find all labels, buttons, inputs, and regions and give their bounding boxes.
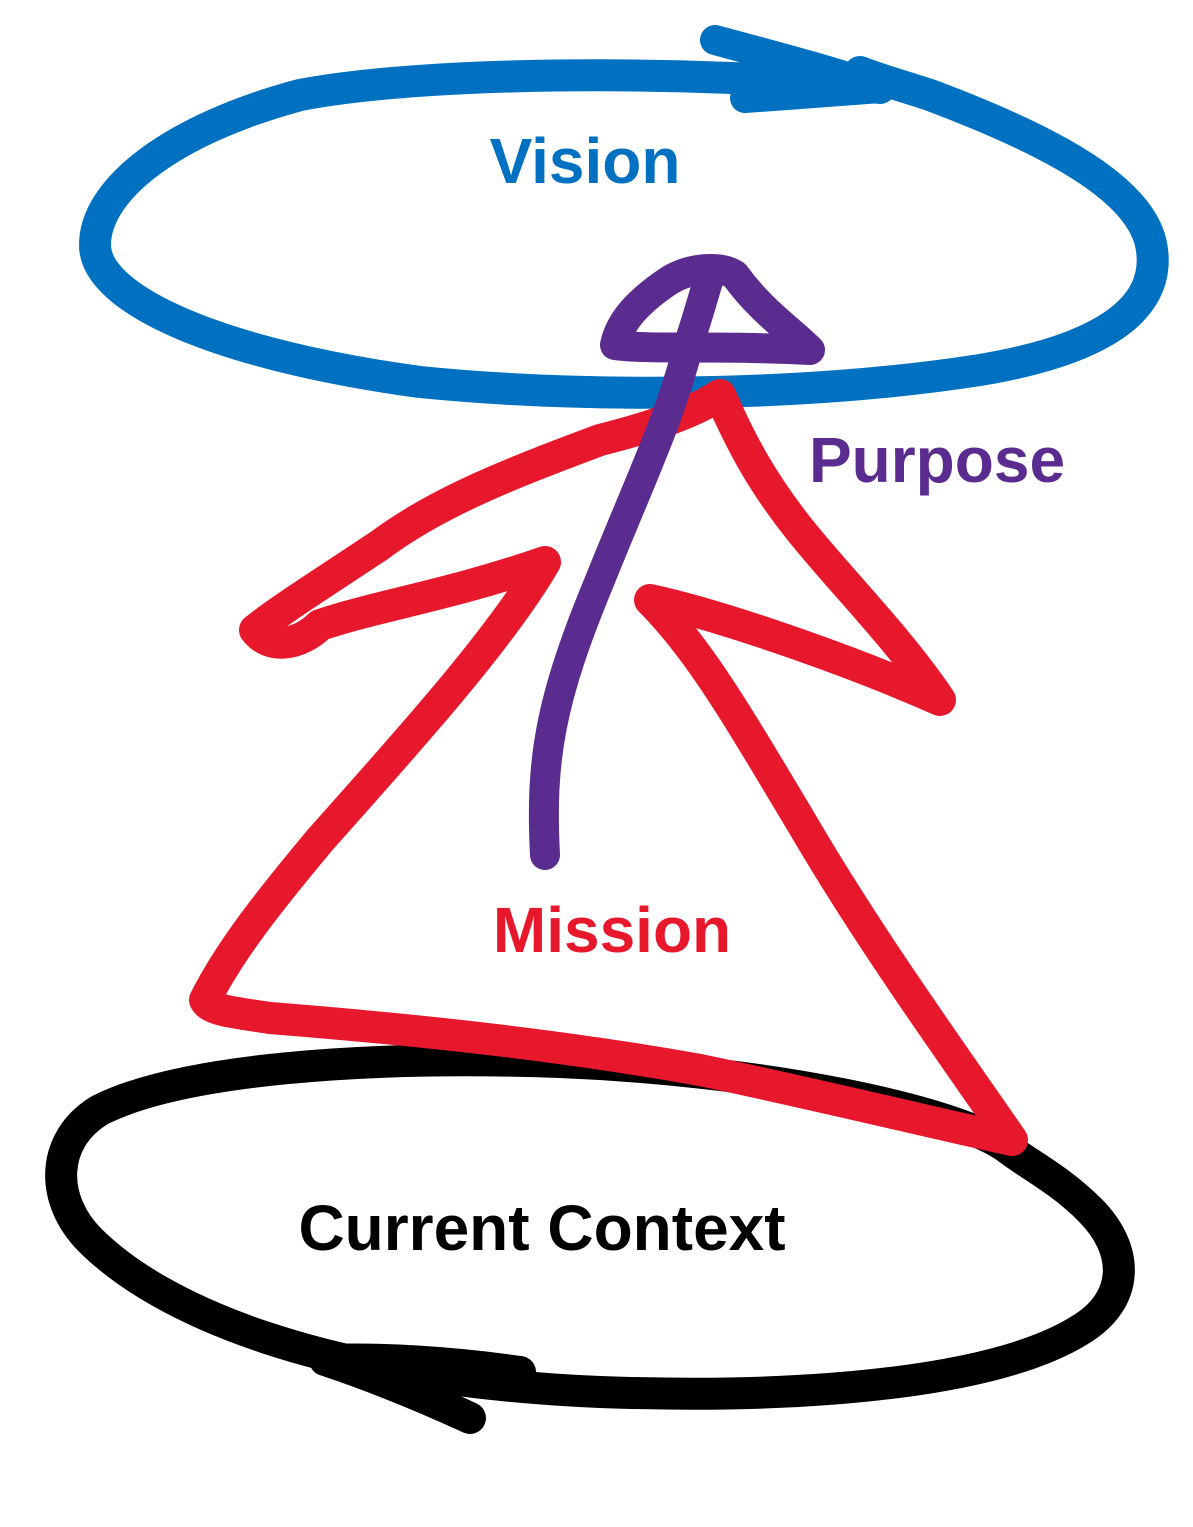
purpose-label: Purpose <box>809 424 1065 496</box>
mission-arrow <box>205 395 1012 1140</box>
mission-label: Mission <box>493 894 731 966</box>
current-context-label: Current Context <box>298 1192 785 1264</box>
vision-label: Vision <box>490 125 681 197</box>
